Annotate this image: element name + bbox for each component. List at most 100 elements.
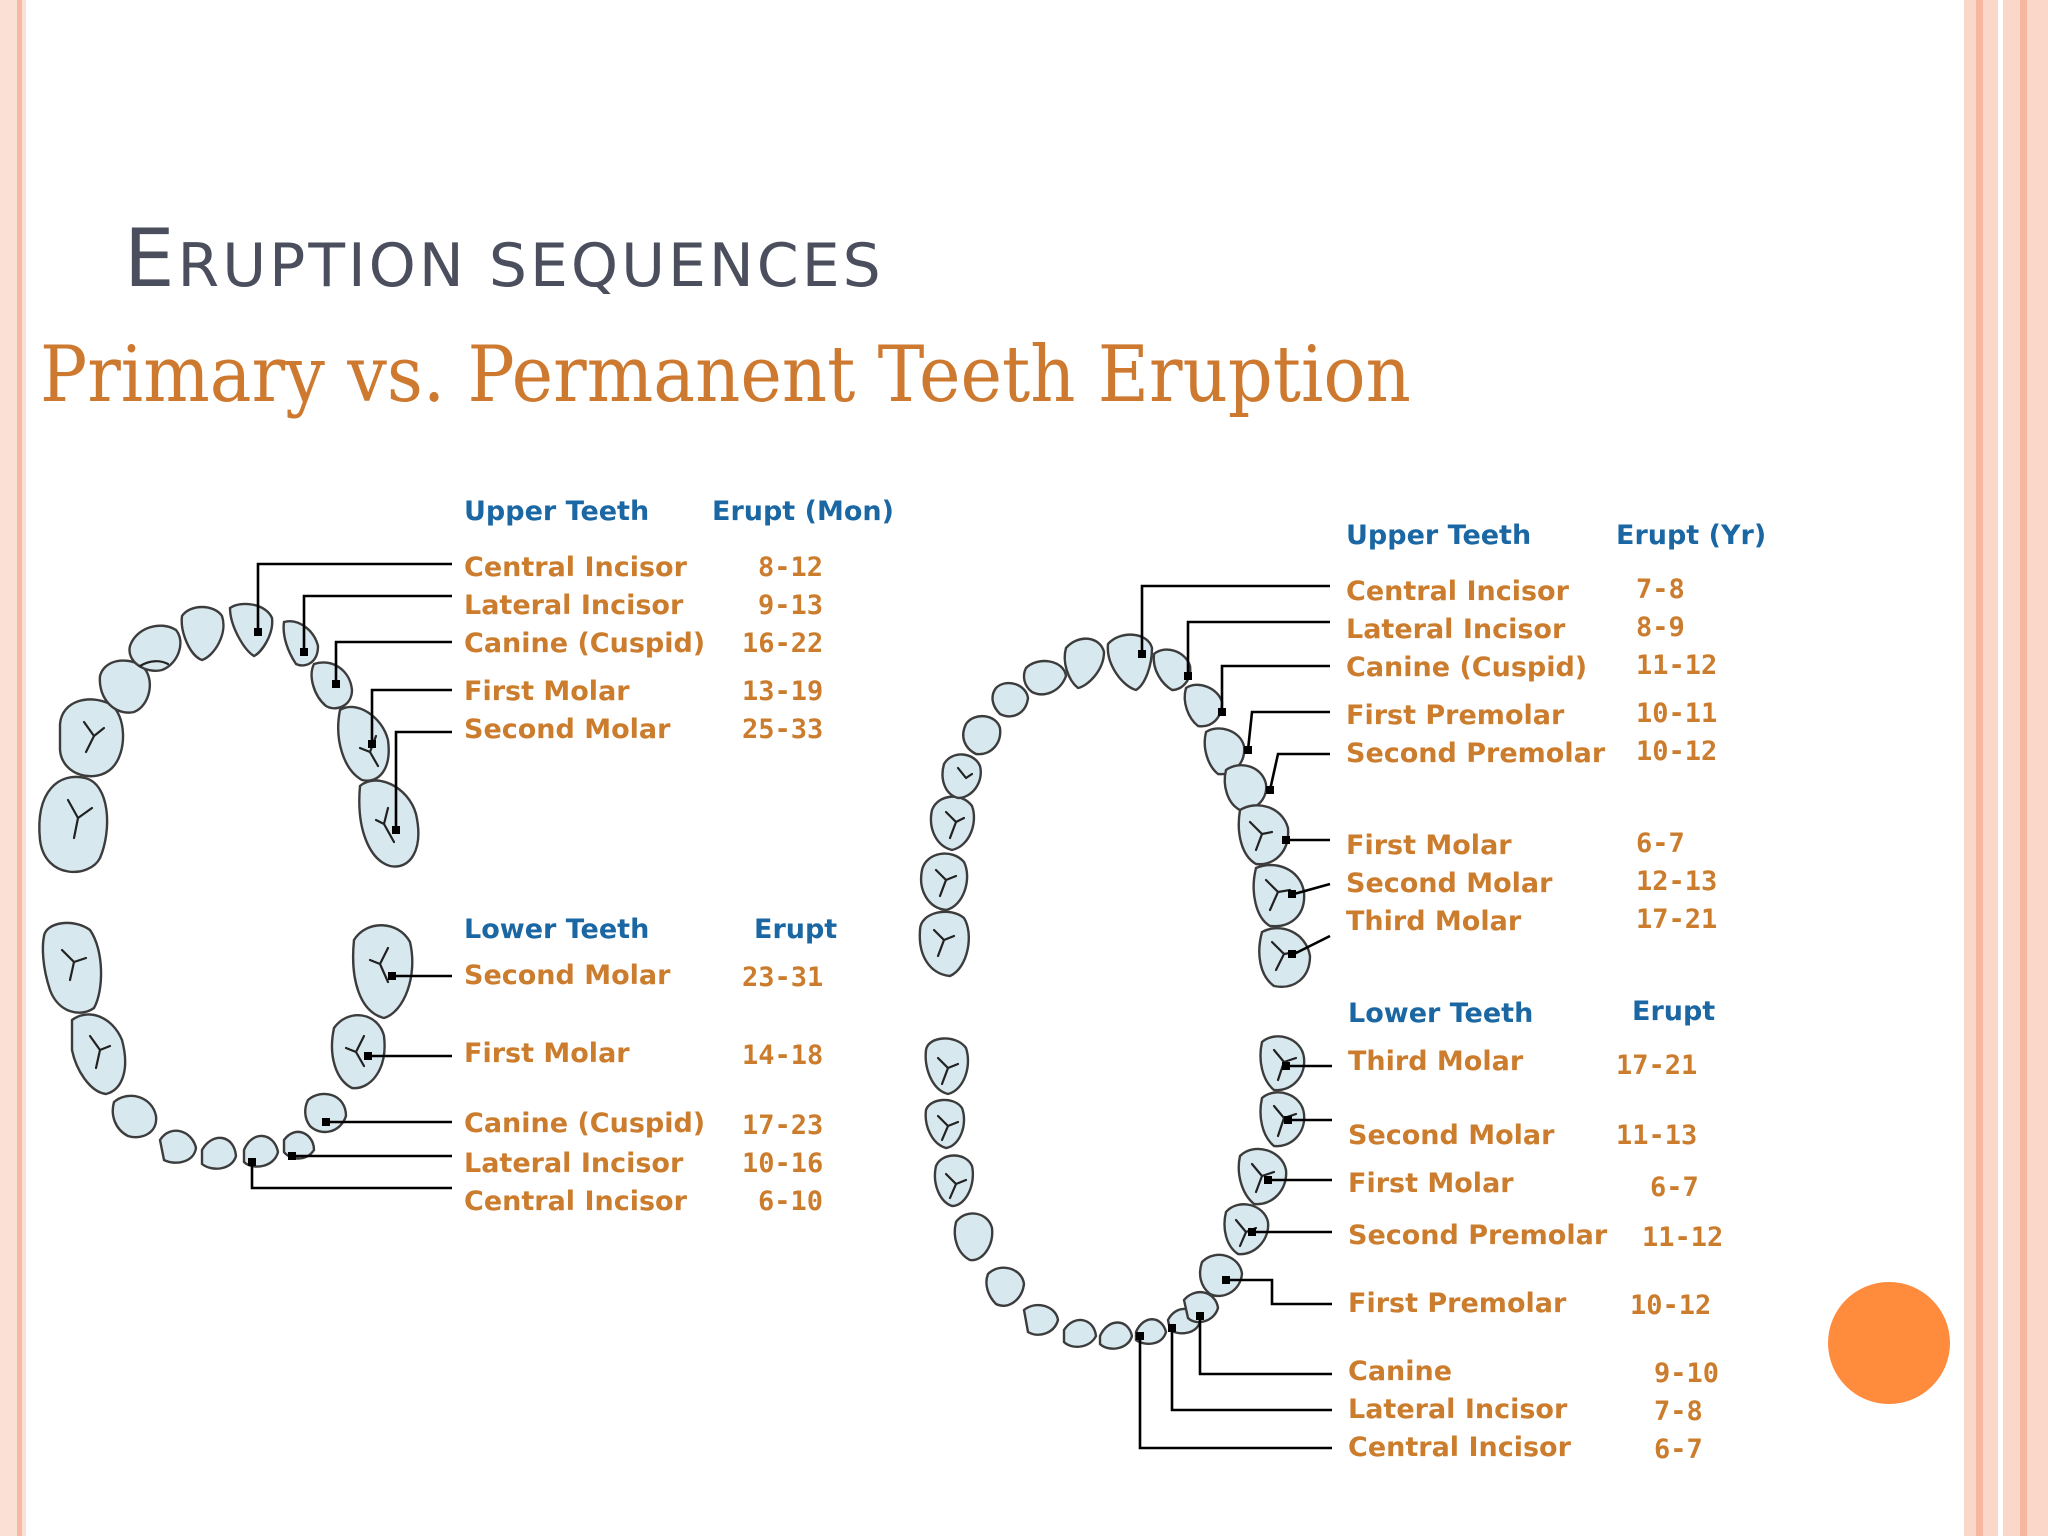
tooth-label: Second Premolar xyxy=(1346,738,1606,769)
eruption-age: 14-18 xyxy=(742,1040,823,1071)
permanent-lower-leaders xyxy=(1136,1062,1332,1450)
permanent-lower-table: Lower Teeth Erupt Third Molar 17-21 Seco… xyxy=(1348,996,1723,1465)
tooth-label: Second Molar xyxy=(464,714,671,745)
tooth xyxy=(1063,637,1106,690)
tooth xyxy=(358,779,420,868)
tooth xyxy=(38,775,109,874)
tooth xyxy=(919,852,969,912)
tooth xyxy=(1183,683,1224,728)
header-erupt: Erupt (Mon) xyxy=(712,496,894,527)
tooth xyxy=(98,659,151,714)
tooth xyxy=(1258,927,1312,988)
tooth xyxy=(1098,1321,1134,1350)
eruption-age: 13-19 xyxy=(742,676,823,707)
decorative-orange-circle xyxy=(1828,1282,1950,1404)
slide-title-rest: ruption sequences xyxy=(177,231,884,301)
tooth xyxy=(128,624,182,672)
eruption-age: 11-12 xyxy=(1642,1222,1723,1253)
eruption-age: 10-16 xyxy=(742,1148,823,1179)
tooth-label: First Molar xyxy=(1346,830,1512,861)
tooth-label: First Premolar xyxy=(1346,700,1565,731)
eruption-age: 11-13 xyxy=(1616,1120,1697,1151)
permanent-lower-arch xyxy=(924,1035,1306,1350)
tooth xyxy=(1106,633,1154,692)
tooth xyxy=(941,753,982,800)
tooth xyxy=(991,681,1030,718)
slide-title: Eruption sequences xyxy=(124,212,884,305)
tooth xyxy=(58,698,125,778)
tooth-label: Central Incisor xyxy=(464,552,688,583)
header-lower-teeth: Lower Teeth xyxy=(1348,998,1533,1029)
tooth-label: Lateral Incisor xyxy=(1346,614,1566,645)
left-border-decoration xyxy=(0,0,26,1536)
eruption-age: 8-9 xyxy=(1636,612,1685,643)
primary-upper-leaders xyxy=(254,562,452,834)
header-erupt: Erupt xyxy=(1632,996,1715,1027)
tooth-label: Third Molar xyxy=(1348,1046,1524,1077)
eruption-age: 7-8 xyxy=(1636,574,1685,605)
tooth-label: Second Molar xyxy=(1346,868,1553,899)
tooth-label: First Molar xyxy=(464,1038,630,1069)
tooth xyxy=(228,602,274,658)
eruption-age: 17-21 xyxy=(1616,1050,1697,1081)
tooth-label: Central Incisor xyxy=(464,1186,688,1217)
tooth xyxy=(158,1129,198,1164)
eruption-age: 23-31 xyxy=(742,962,823,993)
slide-title-initial: E xyxy=(124,212,178,305)
tooth xyxy=(1022,1303,1060,1336)
eruption-age: 6-7 xyxy=(1636,828,1685,859)
chart-title: Primary vs. Permanent Teeth Eruption xyxy=(40,330,1411,420)
tooth-label: Canine xyxy=(1348,1356,1452,1387)
tooth xyxy=(1259,1091,1306,1148)
tooth xyxy=(310,661,354,710)
eruption-age: 6-7 xyxy=(1650,1172,1699,1203)
eruption-age: 17-23 xyxy=(742,1110,823,1141)
primary-upper-arch xyxy=(38,602,420,874)
tooth xyxy=(918,910,971,978)
primary-lower-table: Lower Teeth Erupt Second Molar 23-31 Fir… xyxy=(464,914,837,1217)
tooth xyxy=(1022,659,1068,696)
tooth xyxy=(1152,648,1192,692)
tooth-label: Canine (Cuspid) xyxy=(464,628,705,659)
tooth xyxy=(282,620,320,667)
tooth xyxy=(953,1212,994,1262)
header-erupt: Erupt (Yr) xyxy=(1616,520,1766,551)
primary-lower-arch xyxy=(41,921,414,1170)
permanent-upper-arch xyxy=(918,633,1312,988)
tooth xyxy=(330,1014,386,1090)
header-upper-teeth: Upper Teeth xyxy=(1346,520,1531,551)
header-erupt: Erupt xyxy=(754,914,837,945)
primary-upper-table: Upper Teeth Erupt (Mon) Central Incisor … xyxy=(464,496,894,745)
header-lower-teeth: Lower Teeth xyxy=(464,914,649,945)
tooth xyxy=(1223,1203,1270,1256)
tooth-label: First Molar xyxy=(1348,1168,1514,1199)
tooth xyxy=(304,1092,348,1134)
tooth xyxy=(337,705,390,782)
permanent-upper-table: Upper Teeth Erupt (Yr) Central Incisor 7… xyxy=(1346,520,1766,937)
header-upper-teeth: Upper Teeth xyxy=(464,496,649,527)
eruption-age: 8-12 xyxy=(758,552,823,583)
tooth-label: First Molar xyxy=(464,676,630,707)
eruption-age: 9-13 xyxy=(758,590,823,621)
tooth xyxy=(962,715,1002,756)
tooth-label: Lateral Incisor xyxy=(464,1148,684,1179)
tooth-label: Canine (Cuspid) xyxy=(464,1108,705,1139)
eruption-age: 7-8 xyxy=(1654,1396,1703,1427)
tooth xyxy=(1252,863,1306,928)
tooth-label: Central Incisor xyxy=(1348,1432,1572,1463)
tooth xyxy=(111,1094,158,1139)
eruption-age: 16-22 xyxy=(742,628,823,659)
tooth xyxy=(1223,764,1268,812)
tooth-label: First Premolar xyxy=(1348,1288,1567,1319)
permanent-upper-leaders xyxy=(1138,584,1331,958)
tooth-label: Second Molar xyxy=(464,960,671,991)
eruption-age: 6-7 xyxy=(1654,1434,1703,1465)
tooth xyxy=(985,1266,1026,1307)
tooth-label: Central Incisor xyxy=(1346,576,1570,607)
tooth-label: Lateral Incisor xyxy=(1348,1394,1568,1425)
tooth xyxy=(200,1136,238,1170)
eruption-age: 9-10 xyxy=(1654,1358,1719,1389)
tooth xyxy=(929,795,976,852)
tooth-label: Second Molar xyxy=(1348,1120,1555,1151)
